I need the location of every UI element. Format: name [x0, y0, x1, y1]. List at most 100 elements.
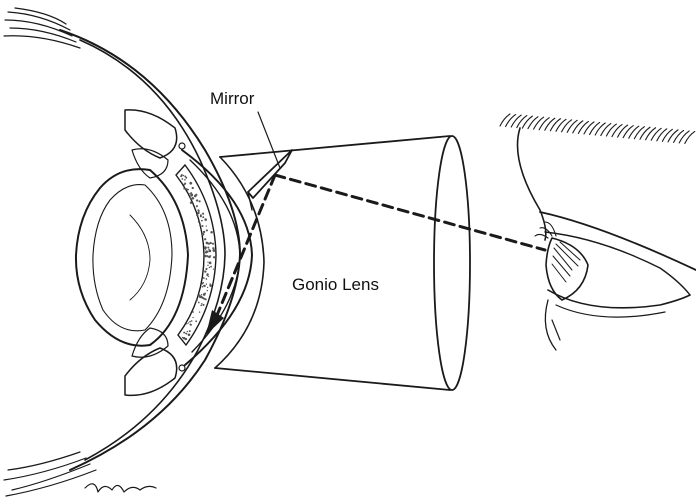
- stipple-dot: [194, 195, 197, 198]
- stipple-dot: [203, 231, 205, 233]
- stipple-dot: [187, 331, 188, 332]
- observer-eye: [500, 114, 696, 350]
- eyebrow-hair: [500, 114, 510, 126]
- angle-mark-lower: [179, 365, 185, 371]
- stipple-dot: [183, 175, 184, 176]
- stipple-dot: [204, 238, 206, 240]
- stipple-dot: [201, 297, 203, 299]
- stipple-dot: [213, 250, 214, 251]
- stipple-dot: [190, 194, 193, 197]
- stipple-dot: [185, 177, 187, 179]
- stipple-dot: [196, 205, 198, 207]
- stipple-dot: [206, 283, 207, 284]
- stipple-dot: [189, 330, 191, 332]
- lower-eyelid: [548, 290, 690, 308]
- stipple-dot: [210, 266, 212, 268]
- stipple-dot: [202, 216, 204, 218]
- stipple-dot: [201, 220, 203, 222]
- stipple-dot: [191, 197, 194, 200]
- stipple-dot: [199, 224, 201, 226]
- gonio-lens: [215, 136, 470, 390]
- stipple-dot: [184, 179, 186, 181]
- stipple-dot: [201, 225, 203, 227]
- stipple-dot: [198, 302, 200, 304]
- stipple-dot: [190, 198, 192, 200]
- stipple-dot: [201, 303, 203, 305]
- stipple-dot: [198, 221, 200, 223]
- stipple-dot: [207, 265, 208, 266]
- stipple-dot: [207, 275, 208, 276]
- stipple-dot: [184, 183, 186, 185]
- angle-mark-upper: [179, 143, 185, 149]
- stipple-dot: [213, 256, 215, 258]
- stipple-dot: [191, 320, 193, 322]
- stipple-dot: [202, 286, 204, 288]
- stipple-dot: [206, 225, 207, 226]
- stipple-dot: [196, 299, 198, 301]
- upper-lashes-left: [4, 8, 80, 48]
- stipple-dot: [210, 231, 213, 234]
- stipple-dot: [208, 276, 209, 277]
- stipple-dot: [189, 193, 190, 194]
- stipple-dot: [202, 304, 204, 306]
- stipple-dot: [188, 334, 191, 337]
- stipple-dot: [208, 256, 210, 258]
- stipple-dot: [204, 218, 207, 221]
- stipple-dot: [192, 187, 194, 189]
- eyebrow: [500, 114, 695, 143]
- gonio-lens-label: Gonio Lens: [292, 275, 379, 294]
- stipple-dot: [209, 262, 212, 265]
- stipple-dot: [202, 233, 205, 236]
- stipple-dot: [209, 250, 212, 253]
- stipple-dot: [203, 285, 205, 287]
- stipple-dot: [202, 213, 204, 215]
- stipple-dot: [196, 199, 198, 201]
- stipple-dot: [205, 298, 207, 300]
- stipple-dot: [204, 270, 206, 272]
- mirror-label: Mirror: [210, 89, 255, 108]
- stipple-dot: [209, 284, 212, 287]
- lower-lashes-left: [4, 452, 96, 496]
- stipple-dot: [207, 246, 209, 248]
- stipple-dot: [190, 324, 192, 326]
- stipple-dot: [192, 311, 194, 313]
- stipple-dot: [203, 293, 206, 296]
- stipple-dot: [206, 278, 208, 280]
- artist-signature: [85, 484, 156, 492]
- stipple-dot: [213, 268, 214, 269]
- stipple-dot: [203, 277, 205, 279]
- stipple-dot: [209, 267, 210, 268]
- stipple-dot: [199, 311, 200, 312]
- stipple-dot: [206, 229, 208, 231]
- stipple-dot: [206, 250, 208, 252]
- stipple-dot: [186, 333, 188, 335]
- stipple-dot: [206, 242, 209, 245]
- stipple-dot: [200, 215, 202, 217]
- stipple-dot: [188, 322, 189, 323]
- stipple-dot: [212, 243, 214, 245]
- stipple-dot: [206, 255, 208, 257]
- eye-cross-section: [4, 8, 252, 496]
- stipple-dot: [207, 290, 208, 291]
- stipple-dot: [195, 320, 197, 322]
- stipple-dot: [181, 174, 183, 176]
- stipple-dot: [183, 332, 185, 334]
- stipple-dot: [198, 294, 200, 296]
- stipple-dot: [192, 317, 193, 318]
- stipple-dot: [190, 201, 193, 204]
- stipple-dot: [205, 268, 207, 270]
- light-path: [206, 175, 545, 335]
- stipple-dot: [189, 182, 192, 185]
- stipple-dot: [200, 305, 202, 307]
- stipple-dot: [201, 229, 202, 230]
- stipple-dot: [198, 211, 199, 212]
- stipple-dot: [186, 323, 188, 325]
- stipple-dot: [201, 294, 202, 295]
- stipple-dot: [189, 321, 191, 323]
- stipple-dot: [202, 282, 204, 284]
- stipple-dot: [197, 215, 199, 217]
- stipple-dot: [199, 200, 201, 202]
- stipple-dot: [204, 246, 207, 249]
- stipple-dot: [207, 287, 208, 288]
